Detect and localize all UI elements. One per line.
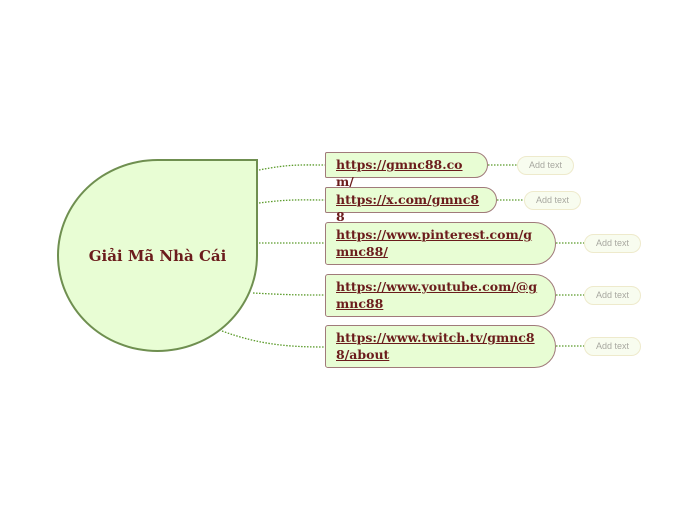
add-text-note-2[interactable]: Add text [524,191,581,210]
branch-node-4[interactable]: https://www.youtube.com/@gmnc88 [325,274,556,317]
branch-link[interactable]: https://www.twitch.tv/gmnc88/about [336,330,535,362]
branch-node-3[interactable]: https://www.pinterest.com/gmnc88/ [325,222,556,265]
branch-node-1[interactable]: https://gmnc88.com/ [325,152,488,189]
connector-1 [258,164,326,171]
add-text-note-5[interactable]: Add text [584,337,641,356]
connector-2 [258,199,326,204]
branch-node-5[interactable]: https://www.twitch.tv/gmnc88/about [325,325,556,368]
branch-link[interactable]: https://gmnc88.com/ [336,157,463,189]
add-text-note-1[interactable]: Add text [517,156,574,175]
add-text-note-3[interactable]: Add text [584,234,641,253]
branch-link[interactable]: https://www.youtube.com/@gmnc88 [336,279,538,311]
central-topic[interactable]: Giải Mã Nhà Cái [57,159,258,352]
branch-link[interactable]: https://x.com/gmnc88 [336,192,480,224]
central-topic-label: Giải Mã Nhà Cái [88,246,227,265]
branch-link[interactable]: https://www.pinterest.com/gmnc88/ [336,227,533,259]
connector-5 [221,330,326,348]
add-text-note-4[interactable]: Add text [584,286,641,305]
connector-4 [252,292,326,296]
branch-node-2[interactable]: https://x.com/gmnc88 [325,187,497,224]
